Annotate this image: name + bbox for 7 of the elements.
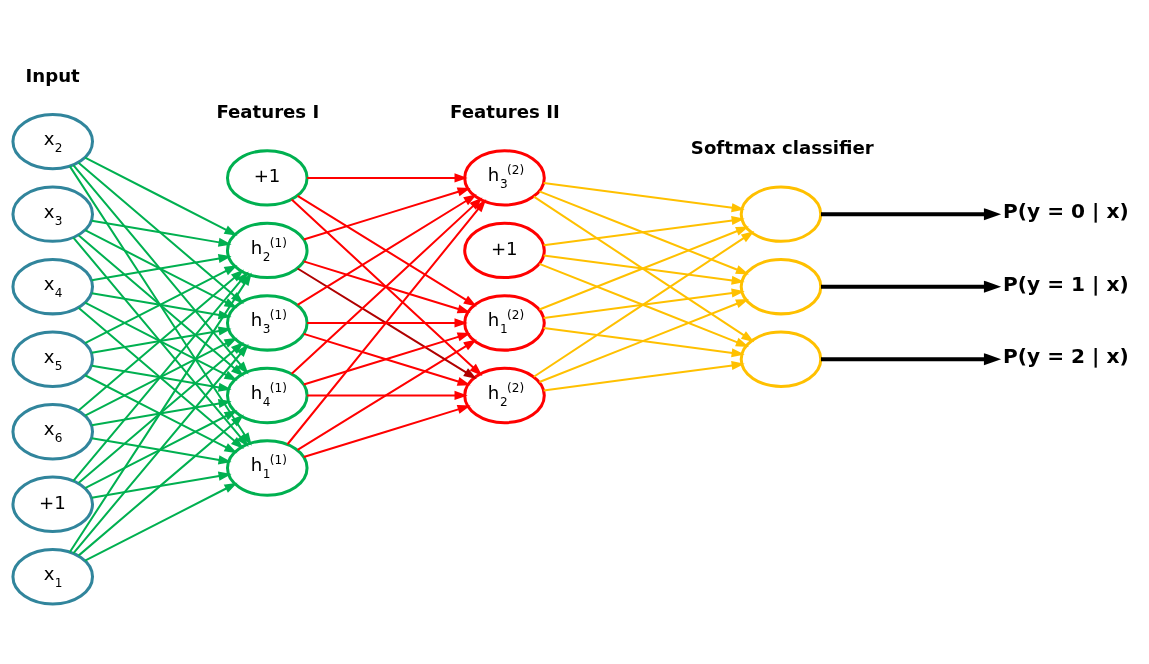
node-text: P(y = 2 | x) <box>1003 344 1129 369</box>
node-text: P(y = 1 | x) <box>1003 271 1129 296</box>
label: Input <box>25 64 80 86</box>
label: Features II <box>450 100 560 122</box>
label: Softmax classifier <box>690 137 874 159</box>
label: Features I <box>216 100 320 122</box>
node-text: P(y = 0 | x) <box>1003 199 1129 224</box>
